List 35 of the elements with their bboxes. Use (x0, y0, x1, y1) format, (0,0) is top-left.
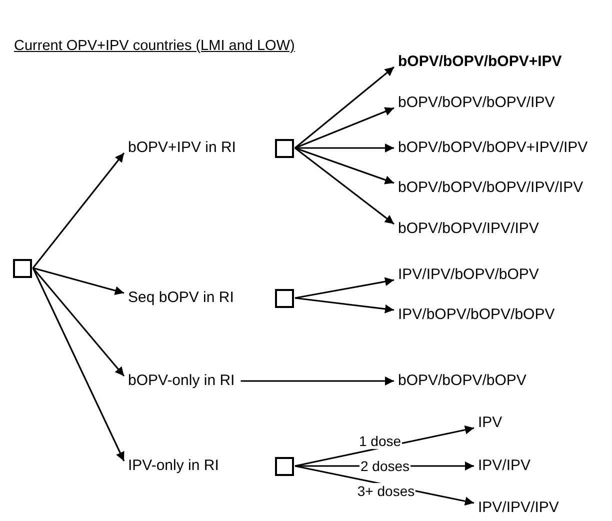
branch-label: IPV/bOPV/bOPV/bOPV (398, 306, 555, 324)
arrow (294, 277, 394, 299)
arrow (294, 66, 394, 149)
edge-label: 1 dose (358, 433, 402, 449)
arrow (294, 297, 394, 314)
arrow (32, 267, 125, 377)
arrow (295, 144, 394, 152)
arrow (32, 268, 125, 462)
branch-label: IPV/IPV (478, 457, 531, 475)
branch-label: bOPV/bOPV/IPV/IPV (398, 220, 539, 238)
decision-square (275, 456, 294, 476)
decision-square (13, 258, 32, 278)
arrow (32, 267, 124, 295)
branch-label: IPV/IPV/IPV (478, 499, 559, 517)
branch-label: bOPV+IPV in RI (128, 139, 236, 157)
decision-square (275, 138, 294, 158)
edge-label: 2 doses (359, 458, 411, 474)
arrow (294, 147, 394, 225)
branch-label: bOPV/bOPV/bOPV+IPV (398, 53, 562, 71)
arrow (294, 147, 394, 184)
branch-label: IPV (478, 414, 502, 432)
decision-square (275, 288, 294, 308)
arrow (32, 152, 125, 268)
branch-label: bOPV/bOPV/bOPV+IPV/IPV (398, 139, 588, 157)
branch-label: IPV/IPV/bOPV/bOPV (398, 266, 539, 284)
arrow (294, 107, 394, 149)
edge-label: 3+ doses (356, 483, 416, 499)
branch-label: bOPV/bOPV/bOPV (398, 372, 526, 390)
branch-label: IPV-only in RI (128, 457, 219, 475)
arrow (240, 376, 394, 386)
branch-label: bOPV/bOPV/bOPV/IPV (398, 94, 555, 112)
branch-label: bOPV-only in RI (128, 372, 235, 390)
branch-label: bOPV/bOPV/bOPV/IPV/IPV (398, 179, 584, 197)
title: Current OPV+IPV countries (LMI and LOW) (14, 38, 295, 54)
branch-label: Seq bOPV in RI (128, 289, 234, 307)
